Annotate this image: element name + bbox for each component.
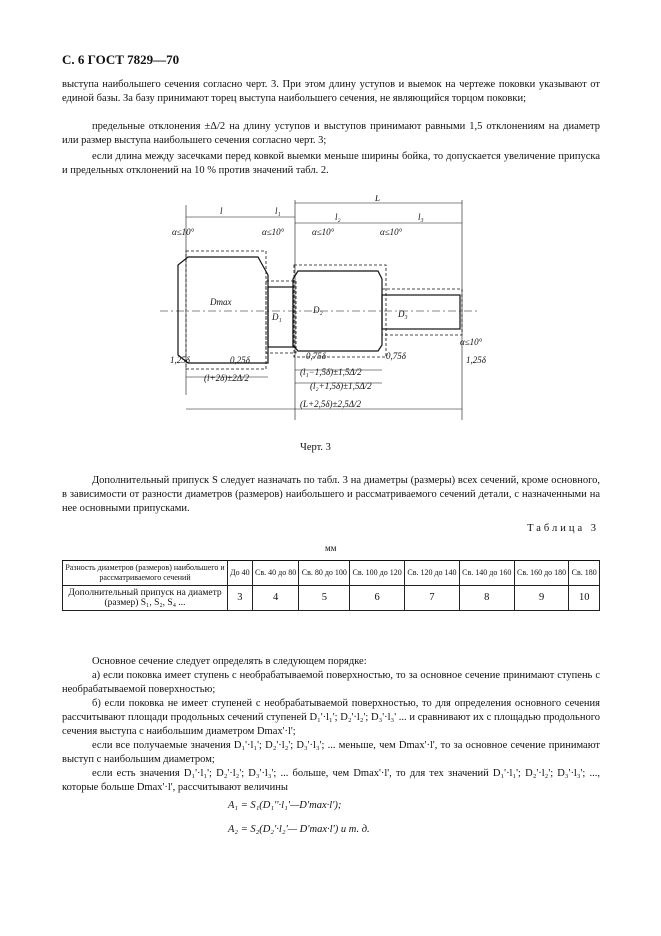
forging-drawing: l l₁ L l₂ l₃ α≤10° α≤10° α≤10° α≤10° α≤1… bbox=[160, 195, 487, 420]
col-6: Св. 140 до 160 bbox=[458, 560, 515, 586]
dim-L: L bbox=[374, 195, 380, 203]
dim-l2-tol: (l₂+1,5δ)±1,5Δ/2 bbox=[310, 381, 372, 391]
label-dmax: Dmax bbox=[209, 297, 232, 307]
dim-125-left: 1,25δ bbox=[170, 355, 191, 365]
paragraph-6: а) если поковка имеет ступень с необраба… bbox=[62, 670, 600, 695]
col-8: Св. 180 bbox=[568, 560, 600, 586]
paragraph-4: Дополнительный припуск S следует назнача… bbox=[62, 475, 600, 514]
page-header: С. 6 ГОСТ 7829—70 bbox=[62, 52, 180, 67]
table-unit: мм bbox=[325, 543, 337, 553]
step-3-outline bbox=[381, 294, 461, 330]
col-5: Св. 120 до 140 bbox=[404, 560, 460, 586]
formula-a2: A₂ = S₂(D₂'·l₂'— D'max·l') и т. д. bbox=[228, 824, 370, 835]
label-d3: D₃ bbox=[397, 309, 408, 319]
step-2-outline bbox=[292, 270, 383, 352]
col-7: Св. 160 до 180 bbox=[513, 560, 570, 586]
col-2: Св. 40 до 80 bbox=[251, 560, 300, 586]
dim-l2: l₂ bbox=[335, 212, 341, 222]
table-cell: 3 bbox=[227, 585, 253, 611]
paragraph-7: б) если поковка не имеет ступеней с необ… bbox=[62, 698, 600, 737]
table-cell: 5 bbox=[298, 585, 351, 611]
dim-025: 0,25δ bbox=[230, 355, 251, 365]
dim-075-b: 0,75δ bbox=[386, 351, 407, 361]
paragraph-2: предельные отклонения ±Δ/2 на длину усту… bbox=[62, 121, 600, 146]
table-cell: 7 bbox=[404, 585, 460, 611]
angle-4: α≤10° bbox=[380, 227, 403, 237]
label-d2: D₂ bbox=[312, 305, 323, 315]
paragraph-3: если длина между засечками перед ковкой … bbox=[62, 151, 600, 176]
paragraph-1: выступа наибольшего сечения согласно чер… bbox=[62, 79, 600, 104]
label-d1: D₁ bbox=[271, 312, 282, 322]
angle-3: α≤10° bbox=[312, 227, 335, 237]
dim-L-tol: (L+2,5δ)±2,5Δ/2 bbox=[300, 399, 361, 409]
table-cell: 10 bbox=[568, 585, 600, 611]
formula-a1: A₁ = S₁(D₁''·l₁'—D'max·l'); bbox=[228, 800, 342, 811]
row-label: Дополнительный припуск на диаметр (разме… bbox=[62, 585, 228, 611]
paragraph-9: если есть значения D₁'·l₁'; D₂'·l₂'; D₃'… bbox=[62, 768, 600, 793]
table-3: Разность диаметров (размеров) наибольшег… bbox=[62, 560, 600, 611]
dim-l1-tol: (l₁−1,5δ)±1,5Δ/2 bbox=[300, 367, 362, 377]
table-header-label: Разность диаметров (размеров) наибольшег… bbox=[62, 560, 228, 586]
dim-l3: l₃ bbox=[418, 212, 424, 222]
paragraph-5: Основное сечение следует определять в сл… bbox=[92, 656, 367, 667]
col-1: До 40 bbox=[227, 560, 253, 586]
table-cell: 8 bbox=[458, 585, 515, 611]
dim-l-tol: (l+2δ)±2Δ/2 bbox=[204, 373, 249, 383]
table-caption: Таблица 3 bbox=[527, 523, 599, 534]
dim-125-right: 1,25δ bbox=[466, 355, 487, 365]
table-cell: 9 bbox=[513, 585, 570, 611]
col-4: Св. 100 до 120 bbox=[349, 560, 406, 586]
dim-l: l bbox=[220, 206, 223, 216]
main-section-outline bbox=[177, 256, 269, 364]
dim-075-a: 0,75δ bbox=[306, 351, 327, 361]
paragraph-8: если все получаемые значения D₁'·l₁'; D₂… bbox=[62, 740, 600, 765]
angle-2: α≤10° bbox=[262, 227, 285, 237]
angle-5: α≤10° bbox=[460, 337, 483, 347]
dim-l1: l₁ bbox=[275, 206, 281, 216]
table-cell: 4 bbox=[251, 585, 300, 611]
col-3: Св. 80 до 100 bbox=[298, 560, 351, 586]
figure-caption: Черт. 3 bbox=[300, 442, 331, 453]
angle-1: α≤10° bbox=[172, 227, 195, 237]
table-cell: 6 bbox=[349, 585, 406, 611]
